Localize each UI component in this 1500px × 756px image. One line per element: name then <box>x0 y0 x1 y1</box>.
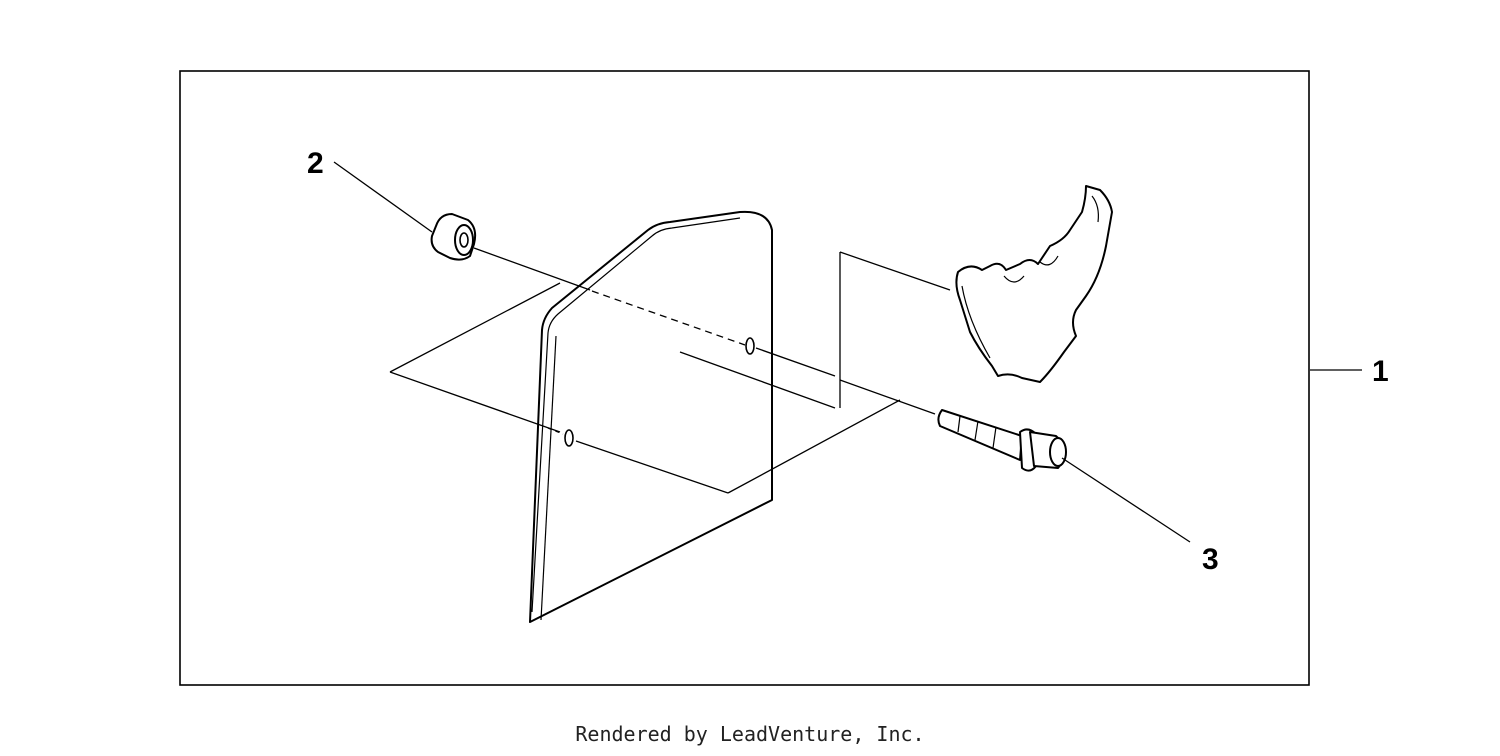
leader-line-2 <box>333 161 433 233</box>
assembly-lines <box>389 247 951 494</box>
callout-1: 1 <box>1372 355 1389 388</box>
plate-hole-upper <box>745 337 755 355</box>
callout-2: 2 <box>307 147 324 180</box>
bracket-piece <box>955 185 1113 383</box>
kit-frame <box>179 70 1310 686</box>
shield-plate <box>529 210 773 623</box>
spacer-bushing <box>430 213 477 261</box>
flange-bolt <box>937 409 1067 472</box>
callout-3: 3 <box>1202 543 1219 576</box>
footer-credit: Rendered by LeadVenture, Inc. <box>575 722 925 746</box>
plate-hole-lower <box>564 429 574 447</box>
leader-line-3 <box>1061 457 1191 543</box>
